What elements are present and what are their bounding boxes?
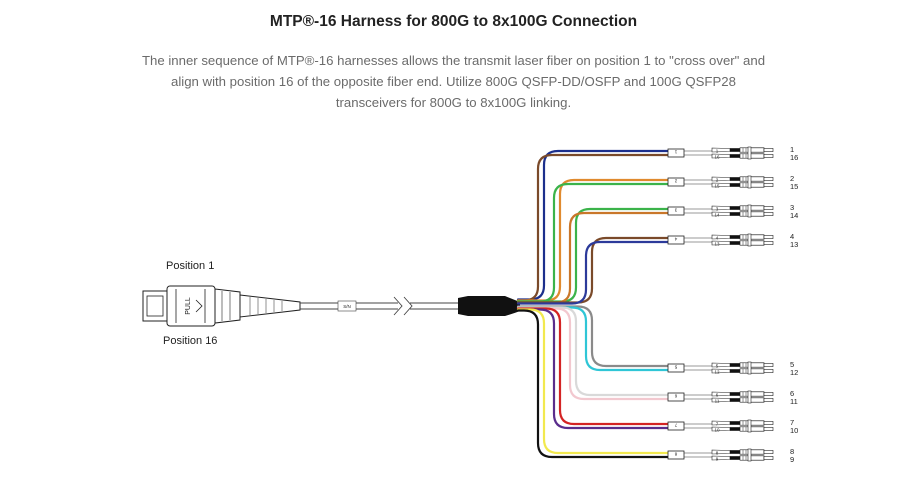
mtp-16-connector: PULL [142,285,301,327]
fiber-4-2 [516,240,670,305]
svg-text:5: 5 [716,364,719,369]
fiber-5-2 [516,306,670,372]
position-1-label: Position 1 [166,260,215,272]
leg-position-bottom: 11 [790,397,798,406]
fiber-2-1 [516,178,670,302]
leg-position-bottom: 10 [790,426,798,435]
fiber-3-1 [516,207,670,303]
svg-text:7: 7 [716,422,719,427]
svg-text:8: 8 [716,451,719,456]
leg-tag-box [667,450,685,460]
fiber-4-1 [516,236,670,304]
pull-label: PULL [185,297,192,315]
fiber-7-2 [516,308,670,430]
leg-tag-number: 1 [674,150,677,155]
svg-text:12: 12 [714,370,720,375]
fiber-5-1 [516,305,670,368]
svg-text:16: 16 [714,155,720,160]
fiber-7-1 [516,307,670,426]
fiber-6-2 [516,307,670,401]
leg-position-top: 5 [790,360,794,369]
leg-position-bottom: 13 [790,240,798,249]
leg-tag-number: 6 [674,394,677,399]
svg-text:13: 13 [714,242,720,247]
leg-position-top: 1 [790,145,794,154]
svg-text:1: 1 [716,149,719,154]
svg-text:4: 4 [716,236,719,241]
leg-position-bottom: 16 [790,153,798,162]
svg-text:10: 10 [714,428,720,433]
leg-tag-number: 4 [674,237,677,242]
leg-tag-box [667,177,685,187]
leg-tag-box [667,148,685,158]
svg-text:2: 2 [716,178,719,183]
leg-position-bottom: 9 [790,455,794,464]
svg-text:9: 9 [716,457,719,462]
leg-tag-number: 3 [674,208,677,213]
svg-text:14: 14 [714,213,720,218]
leg-position-bottom: 12 [790,368,798,377]
svg-text:3: 3 [716,207,719,212]
page-title: MTP®-16 Harness for 800G to 8x100G Conne… [269,13,638,30]
leg-tag-box [667,235,685,245]
leg-tag-box [667,392,685,402]
leg-tag-number: 2 [674,179,677,184]
leg-position-top: 2 [790,174,794,183]
breakout-fibers [516,149,670,459]
svg-text:11: 11 [715,399,720,404]
leg-tag-box [667,363,685,373]
leg-position-bottom: 14 [790,211,798,220]
svg-text:6: 6 [716,393,719,398]
leg-position-top: 7 [790,418,794,427]
fiber-1-1 [516,149,670,301]
fiber-8-1 [516,308,670,455]
fiber-8-2 [516,309,670,459]
leg-tag-box [667,206,685,216]
leg-position-top: 8 [790,447,794,456]
svg-text:15: 15 [714,184,720,189]
leg-position-top: 3 [790,203,794,212]
leg-tag-number: 7 [674,423,677,428]
trunk-cable: S/N [300,296,460,316]
leg-position-top: 6 [790,389,794,398]
cable-marker-label: S/N [343,304,351,309]
fanout-furcation [458,296,520,316]
leg-tag-number: 8 [674,452,677,457]
fiber-6-1 [516,306,670,397]
position-16-label: Position 16 [163,335,218,347]
leg-position-bottom: 15 [790,182,798,191]
description: The inner sequence of MTP®-16 harnesses … [141,53,766,110]
leg-tag-number: 5 [674,365,677,370]
leg-position-top: 4 [790,232,794,241]
leg-tag-box [667,421,685,431]
